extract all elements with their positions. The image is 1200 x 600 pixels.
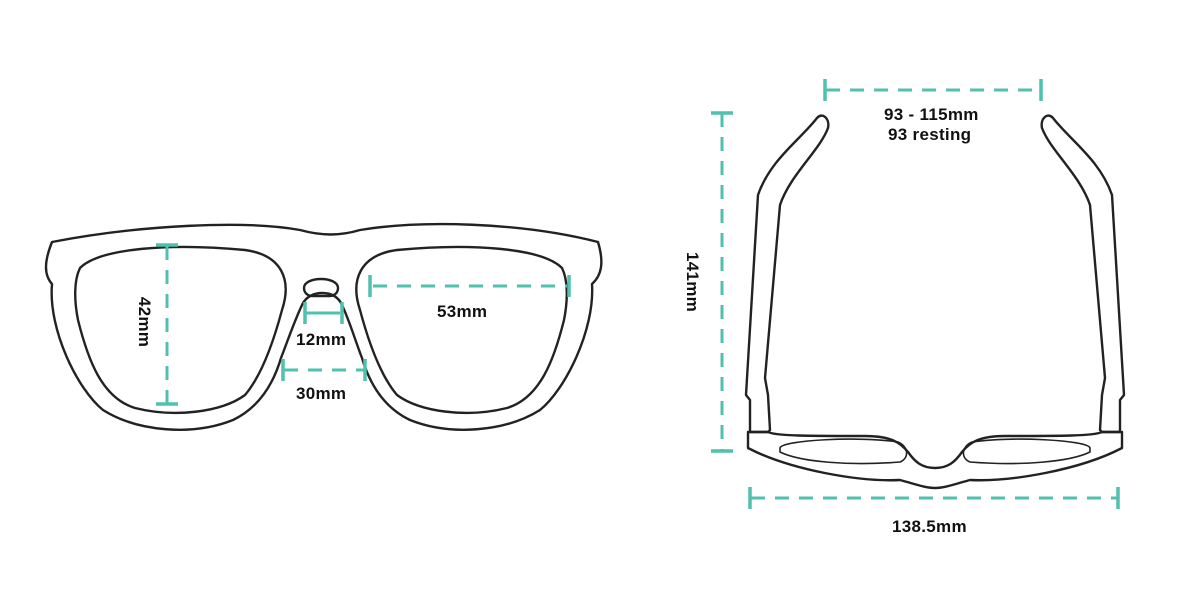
bridge-width-label: 12mm [296, 330, 347, 349]
left-temple-arm [744, 114, 830, 434]
front-view-frame [44, 222, 603, 431]
lens-width-label: 53mm [437, 302, 488, 321]
left-lens-top-view [779, 438, 908, 465]
lens-height-label: 42mm [135, 296, 154, 348]
right-lens [355, 245, 568, 415]
right-temple-arm [1040, 114, 1126, 434]
bridge-dimension [303, 302, 344, 324]
lens-height-dimension [156, 243, 178, 406]
top-view-frame [744, 114, 1126, 490]
temple-spread-dimension [823, 79, 1043, 101]
temple-spread-label: 93 - 115mm [884, 105, 979, 124]
left-lens [74, 245, 287, 415]
front-frame-outline [44, 222, 603, 431]
frame-width-dimension [748, 487, 1120, 509]
temple-length-dimension [711, 111, 733, 453]
nose-width-label: 30mm [296, 384, 347, 403]
temple-length-label: 141mm [683, 251, 702, 313]
nose-width-dimension [281, 359, 367, 381]
temple-resting-label: 93 resting [888, 125, 972, 144]
right-lens-top-view [962, 438, 1091, 465]
nose-bridge [302, 277, 340, 298]
lens-width-dimension [368, 275, 571, 297]
front-rim-top-view [746, 430, 1124, 490]
frame-width-label: 138.5mm [892, 517, 967, 536]
